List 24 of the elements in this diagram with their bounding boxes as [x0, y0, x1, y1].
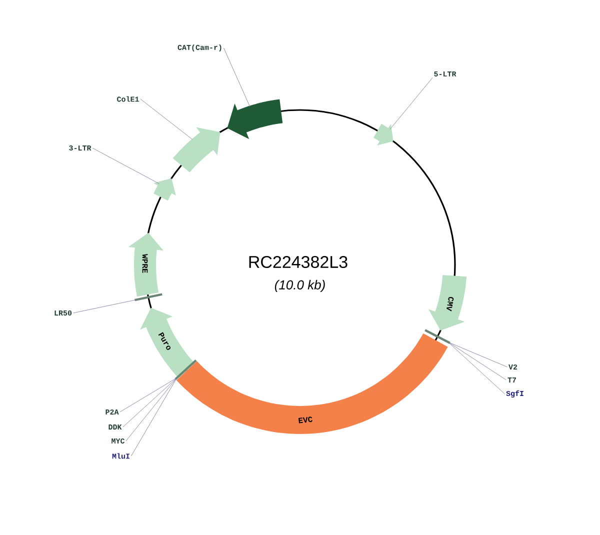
gene-segment: CMV — [428, 275, 467, 330]
gene-segment — [172, 127, 220, 172]
leader-line — [72, 300, 136, 314]
marker-bar — [424, 329, 450, 344]
gene-segment — [154, 178, 176, 201]
leader-line — [140, 98, 193, 140]
leader-line — [449, 342, 508, 368]
leader-line — [390, 77, 433, 130]
leader-line — [120, 378, 176, 412]
leader-line — [449, 342, 507, 380]
leader-line — [223, 48, 250, 108]
size-label: (10.0 kb) — [274, 280, 325, 292]
leader-line — [92, 148, 160, 184]
leader-line — [122, 378, 176, 428]
leader-line — [126, 378, 176, 442]
gene-segment — [374, 124, 394, 146]
marker-bar — [134, 293, 162, 302]
leader-line — [130, 378, 176, 456]
gene-segment — [227, 99, 283, 140]
leader-line — [449, 342, 506, 394]
plasmid-title: RC224382L3 — [249, 256, 348, 268]
gene-segment: EVC — [176, 333, 448, 434]
gene-segment: WPRE — [128, 232, 164, 297]
marker-bar — [174, 359, 197, 380]
